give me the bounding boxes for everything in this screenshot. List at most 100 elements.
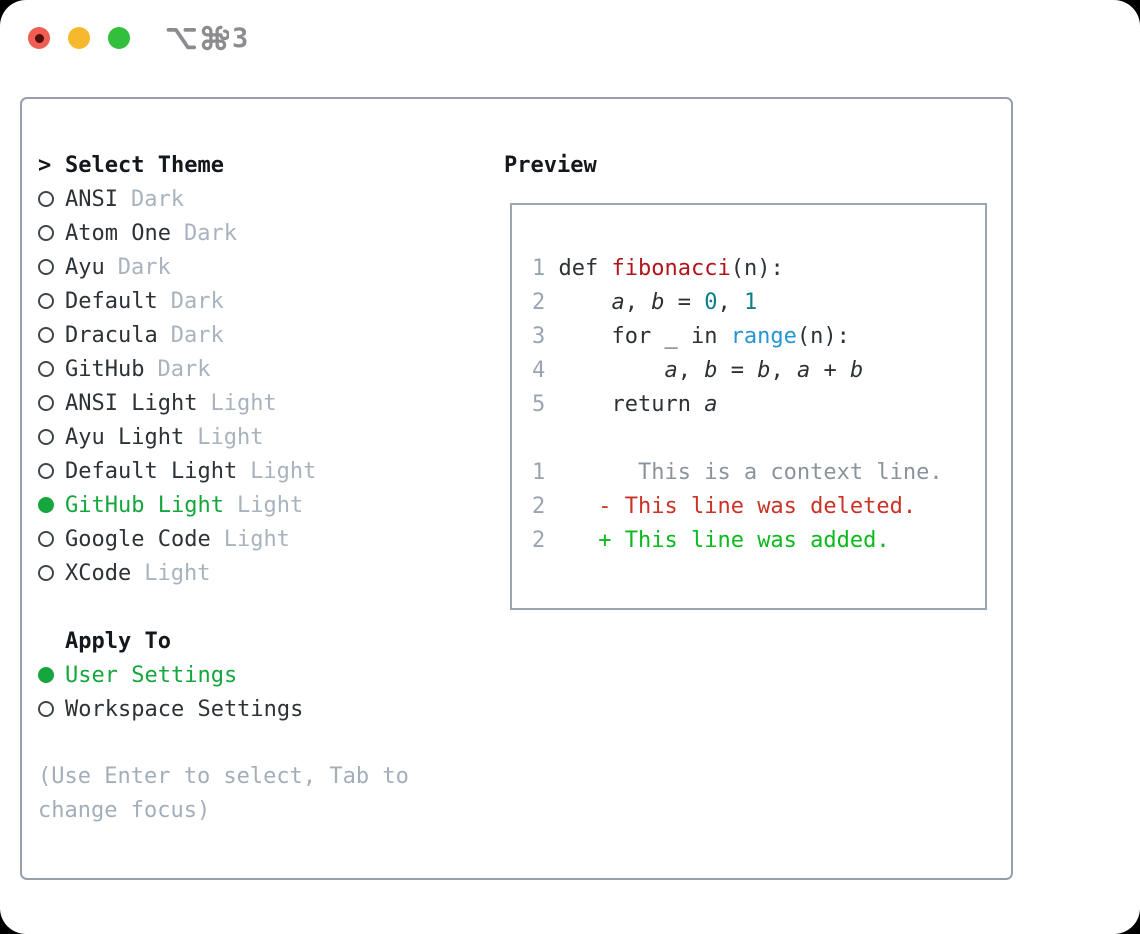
- theme-option[interactable]: GitHub Dark: [38, 352, 483, 386]
- radio-icon: [38, 327, 65, 343]
- circle-icon: [38, 293, 54, 309]
- code-token: ,: [677, 358, 705, 383]
- option-label: Default Light: [65, 458, 238, 484]
- code-token: =: [717, 358, 758, 383]
- theme-option[interactable]: ANSI Dark: [38, 182, 483, 216]
- code-token: ,: [717, 290, 744, 315]
- select-theme-header-row: > Select Theme: [38, 148, 483, 182]
- code-token: [559, 528, 599, 553]
- circle-icon: [38, 463, 54, 479]
- code-token: 3: [532, 324, 559, 349]
- prompt-marker: >: [38, 153, 65, 178]
- code-token: b: [757, 358, 771, 383]
- code-token: b: [849, 358, 864, 383]
- titlebar: 3: [0, 0, 1140, 76]
- theme-variant-tag: Light: [250, 458, 317, 484]
- code-token: 0: [704, 290, 718, 315]
- preview-header: Preview: [504, 152, 597, 178]
- radio-icon: [38, 531, 65, 547]
- prompt-icon: >: [38, 152, 52, 178]
- theme-variant-tag: Light: [144, 560, 211, 586]
- theme-variant-tag: Light: [210, 390, 277, 416]
- option-label: User Settings: [65, 662, 238, 688]
- theme-variant-tag: Dark: [183, 220, 237, 246]
- radio-icon: [38, 565, 65, 581]
- code-token: 2: [532, 290, 559, 315]
- theme-variant-tag: Light: [197, 424, 264, 450]
- code-line: [532, 422, 985, 456]
- theme-option[interactable]: Ayu Light Light: [38, 420, 483, 454]
- option-label: Ayu Light: [65, 424, 185, 450]
- radio-icon: [38, 293, 65, 309]
- option-label: Workspace Settings: [65, 696, 304, 722]
- keyboard-hint: (Use Enter to select, Tab to change focu…: [38, 764, 409, 823]
- select-theme-header: Select Theme: [65, 152, 224, 178]
- code-line: 5 return a: [532, 388, 985, 422]
- circle-icon: [38, 361, 54, 377]
- code-token: 2: [532, 494, 559, 519]
- window-title: 3: [166, 20, 248, 56]
- minimize-button[interactable]: [68, 27, 90, 49]
- option-label: ANSI: [65, 186, 118, 212]
- preview-header-row: Preview: [504, 148, 1004, 182]
- radio-icon: [38, 361, 65, 377]
- zoom-button[interactable]: [108, 27, 130, 49]
- theme-option[interactable]: GitHub Light Light: [38, 488, 483, 522]
- theme-variant-tag: Dark: [157, 356, 211, 382]
- theme-variant-tag: Dark: [130, 186, 184, 212]
- theme-variant-tag: Light: [236, 492, 304, 518]
- code-line: 1 This is a context line.: [532, 456, 985, 490]
- code-token: [559, 358, 665, 383]
- close-button[interactable]: [28, 27, 50, 49]
- option-label: ANSI Light: [65, 390, 198, 416]
- code-token: (n):: [730, 256, 784, 281]
- code-token: a: [704, 392, 718, 417]
- option-label: GitHub Light: [65, 492, 224, 518]
- code-line: 3 for _ in range(n):: [532, 320, 985, 354]
- circle-icon: [38, 259, 54, 275]
- option-label: Atom One: [65, 220, 171, 246]
- option-label: Default: [65, 288, 158, 314]
- circle-icon: [38, 191, 54, 207]
- theme-variant-tag: Light: [223, 526, 290, 552]
- code-token: 1: [743, 290, 758, 315]
- code-token: =: [664, 290, 705, 315]
- theme-option[interactable]: Default Light Light: [38, 454, 483, 488]
- code-line: 4 a, b = b, a + b: [532, 354, 985, 388]
- code-token: b: [704, 358, 718, 383]
- theme-option[interactable]: ANSI Light Light: [38, 386, 483, 420]
- code-token: for _ in: [558, 324, 731, 349]
- code-token: 5: [532, 392, 559, 417]
- apply-option[interactable]: User Settings: [38, 658, 483, 692]
- window-title-number: 3: [232, 22, 249, 54]
- selected-radio-icon: [38, 667, 65, 683]
- code-token: + This line was added.: [598, 528, 890, 553]
- circle-icon: [38, 225, 54, 241]
- theme-variant-tag: Dark: [117, 254, 171, 280]
- code-token: a: [611, 290, 625, 315]
- code-token: 1: [532, 256, 559, 281]
- radio-icon: [38, 191, 65, 207]
- option-label: Dracula: [65, 322, 158, 348]
- code-line: 2 a, b = 0, 1: [532, 286, 985, 320]
- circle-icon: [38, 701, 54, 717]
- theme-option[interactable]: Atom One Dark: [38, 216, 483, 250]
- radio-icon: [38, 225, 65, 241]
- code-token: +: [810, 358, 850, 383]
- close-dot-icon: [34, 33, 44, 43]
- command-key-icon: [201, 25, 229, 51]
- code-token: a: [664, 358, 678, 383]
- option-label: GitHub: [65, 356, 145, 382]
- code-token: [559, 494, 599, 519]
- apply-option[interactable]: Workspace Settings: [38, 692, 483, 726]
